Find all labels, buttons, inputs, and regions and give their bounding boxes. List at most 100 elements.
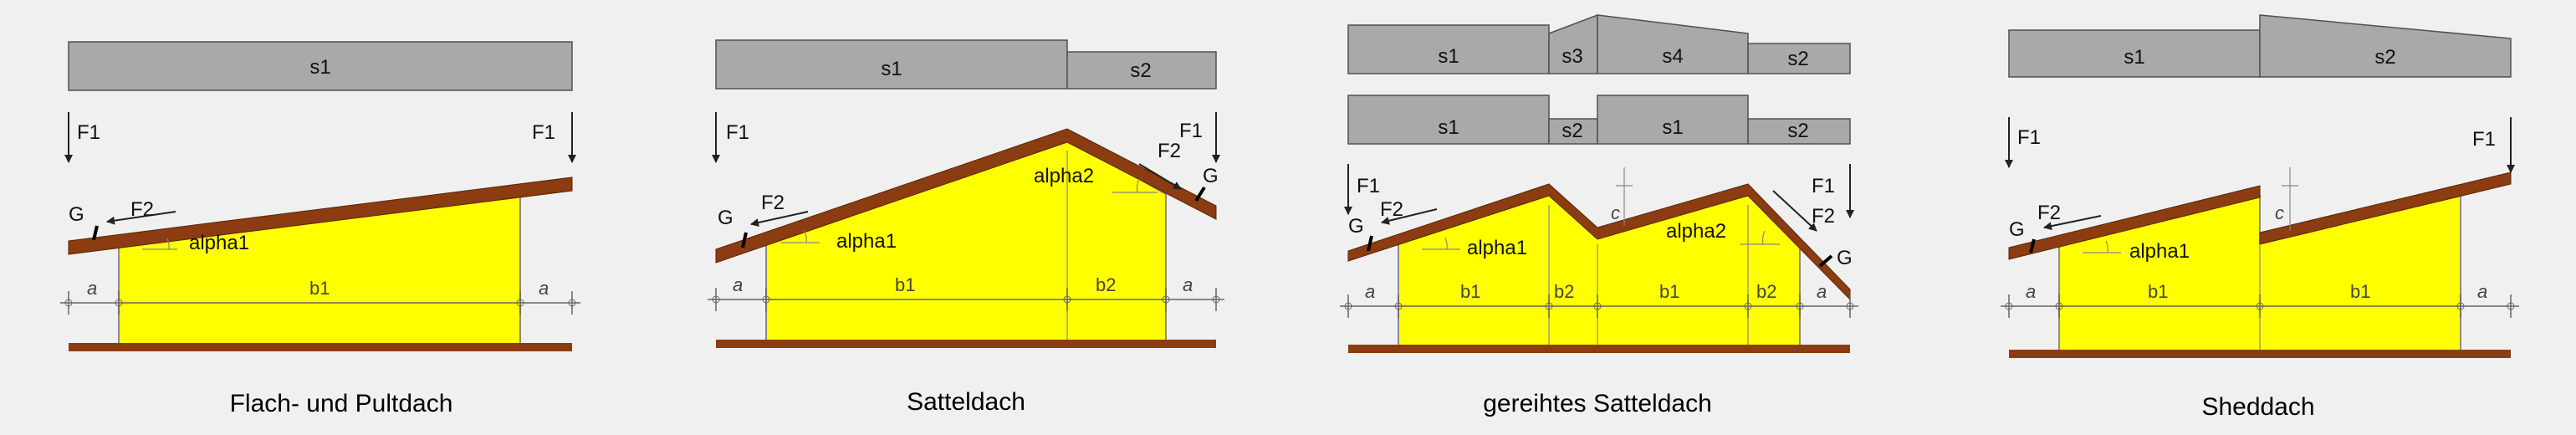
panel-caption: Sheddach (2201, 393, 2314, 421)
segment-label: s2 (2374, 46, 2395, 69)
segment-bar-bottom: s1 s2 s1 s2 (1347, 95, 1851, 145)
segment-label: s1 (1662, 116, 1683, 139)
force-label-g: G (718, 207, 733, 229)
force-arrow-f2 (1381, 208, 1438, 225)
roof-slab-left (2008, 185, 2261, 260)
dim-label-b1: b1 (309, 278, 330, 299)
segment-label: s2 (1787, 120, 1808, 142)
angle-label: alpha1 (2129, 240, 2190, 263)
dimension-line (1340, 294, 1858, 318)
panel-caption: Flach- und Pultdach (230, 390, 453, 417)
dim-label-b2: b2 (1096, 274, 1116, 295)
roof-slab (715, 128, 1217, 264)
force-label-g: G (69, 203, 84, 226)
force-label: F2 (1812, 205, 1835, 228)
panel-gereihtes-satteldach: s1 s3 s4 s2 s1 s2 s1 s2 F1 F1 c F2 G (1340, 13, 1858, 417)
force-label-g: G (2009, 218, 2025, 241)
base-slab (69, 343, 572, 351)
g-marker (1818, 254, 1833, 268)
panel-satteldach: s1 s2 F1 F1 F2 F2 G G alpha1 alpha2 (708, 39, 1224, 416)
force-label: F1 (2017, 126, 2041, 149)
segment-s1 (1347, 95, 1550, 145)
roof-slab (68, 177, 573, 255)
dim-label-a: a (539, 278, 549, 299)
force-label: F1 (726, 121, 749, 144)
force-arrow-f2 (1772, 190, 1817, 232)
g-marker (2029, 238, 2036, 253)
g-marker (1194, 186, 1206, 202)
force-label: F1 (2472, 128, 2496, 151)
g-marker (92, 225, 99, 241)
panel-caption: Satteldach (907, 388, 1025, 416)
angle-arc (166, 238, 170, 250)
base-slab (2009, 350, 2511, 358)
segment-label: s1 (1438, 116, 1459, 139)
dim-label-a: a (1183, 274, 1193, 295)
segment-bar-top: s1 s3 s4 s2 (1347, 13, 1851, 74)
segment-label: s4 (1662, 45, 1683, 68)
force-label: F1 (1812, 175, 1835, 197)
force-arrow-f2 (2043, 215, 2102, 231)
force-label: F2 (761, 192, 785, 214)
segment-label: s2 (1130, 59, 1151, 82)
force-arrow-f2 (1138, 163, 1182, 190)
segment-label: s2 (1787, 48, 1808, 70)
segment-label: s1 (2124, 46, 2144, 69)
height-label-c: c (2275, 202, 2284, 223)
base-slab (716, 340, 1216, 348)
dim-label-a: a (1817, 281, 1827, 302)
base-slab (1348, 345, 1850, 353)
segment-label: s1 (309, 56, 330, 79)
segment-s2 (1747, 43, 1851, 74)
segment-s2 (1066, 51, 1217, 90)
g-marker (1367, 235, 1373, 252)
force-arrow-f2 (106, 211, 176, 225)
force-label-g: G (1348, 215, 1364, 238)
height-label-c: c (1611, 202, 1620, 223)
angle-arc (1761, 230, 1766, 245)
angle-arc (1136, 178, 1140, 193)
segment-label: s3 (1561, 45, 1582, 68)
panel-flach-pultdach: s1 F1 F1 F2 G alpha1 a b1 a Fl (60, 41, 580, 417)
segment-s1 (2008, 29, 2261, 78)
segment-s2 (1548, 118, 1598, 145)
force-label: F1 (1179, 120, 1203, 142)
dim-label-a: a (87, 278, 97, 299)
dimension-line (708, 288, 1224, 311)
angle-label: alpha1 (189, 232, 249, 254)
dim-label-a: a (2026, 281, 2036, 302)
segment-bar: s1 s2 (715, 39, 1217, 90)
dim-label-b2: b2 (1756, 281, 1776, 302)
dim-label-b1: b1 (1460, 281, 1480, 302)
panel-sheddach: s1 s2 F1 F1 c F2 G alpha1 (2001, 14, 2519, 421)
segment-label: s1 (881, 58, 902, 80)
segment-s1 (68, 41, 573, 91)
angle-label: alpha1 (1467, 237, 1527, 259)
dim-label-b1: b1 (2148, 281, 2168, 302)
force-label: F1 (1357, 175, 1380, 197)
force-label: F2 (130, 198, 154, 221)
angle-label: alpha1 (836, 230, 897, 253)
segment-s1 (1347, 24, 1550, 74)
segment-s1 (715, 39, 1068, 90)
force-label: F1 (532, 121, 555, 144)
dimension-line (2001, 294, 2519, 318)
segment-s1 (1597, 95, 1749, 145)
segment-bar: s1 (68, 41, 573, 91)
dim-label-b1: b1 (1659, 281, 1679, 302)
segment-label: s2 (1561, 120, 1582, 142)
dim-label-b1: b1 (2350, 281, 2370, 302)
angle-arc (2105, 240, 2108, 253)
segment-s2 (1747, 118, 1851, 145)
segment-bar: s1 s2 (2008, 14, 2512, 78)
force-label: F2 (1158, 140, 1181, 162)
force-arrow-f2 (750, 211, 809, 227)
angle-arc (1444, 237, 1448, 250)
angle-label: alpha2 (1666, 220, 1726, 243)
force-label: F2 (1380, 198, 1403, 221)
force-label: F1 (77, 121, 100, 144)
segment-label: s1 (1438, 45, 1459, 68)
roof-slab-right (2259, 171, 2512, 245)
dimension-line (60, 291, 580, 315)
